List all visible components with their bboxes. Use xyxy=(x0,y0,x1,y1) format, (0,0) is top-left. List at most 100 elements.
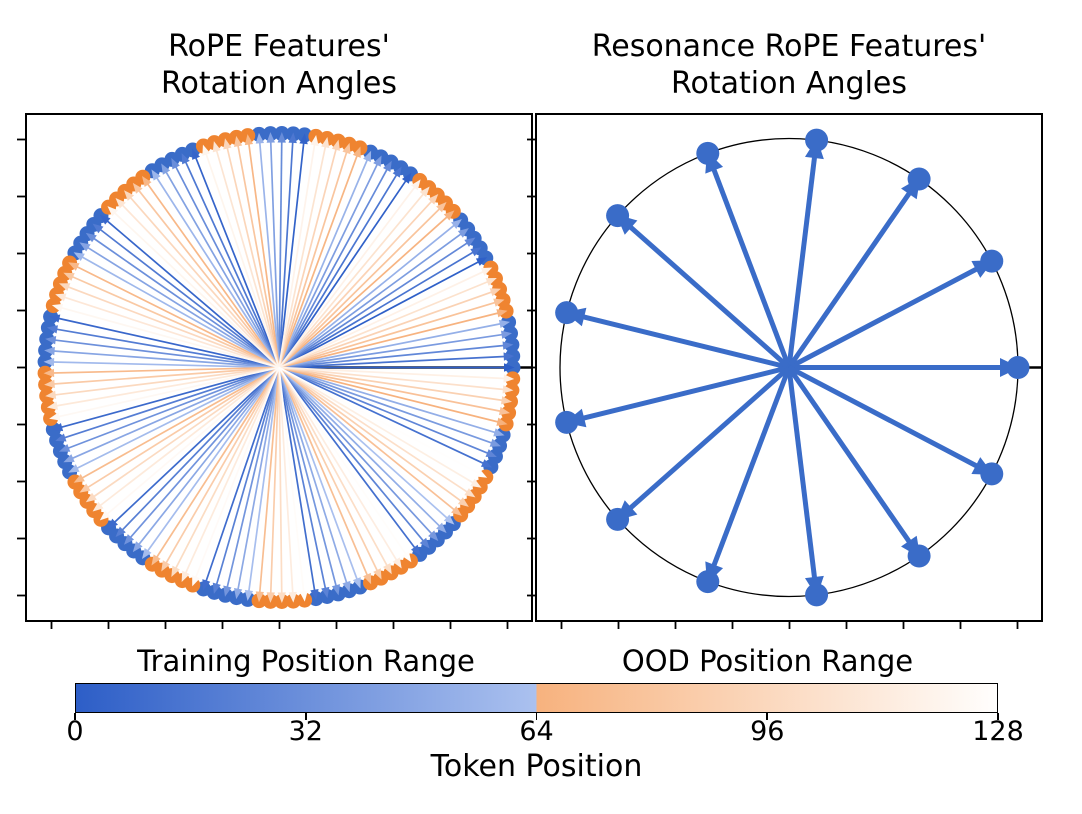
rotation-arrow-head xyxy=(141,175,152,187)
rotation-arrow-head xyxy=(504,363,515,372)
rotation-arrow-shaft xyxy=(247,143,280,368)
rotation-arrow-shaft xyxy=(56,366,280,407)
rotation-arrow-head xyxy=(443,210,455,221)
rotation-arrow-head xyxy=(410,544,421,556)
rotation-arrow-head xyxy=(971,260,994,278)
rotation-arrow-shaft xyxy=(278,366,503,402)
rotation-arrow-shaft xyxy=(121,366,280,531)
rotation-arrow-head xyxy=(410,179,421,191)
rotation-arrow-head xyxy=(498,319,511,329)
rotation-arrow-head xyxy=(266,132,275,143)
rotation-arrow-shaft xyxy=(278,193,425,369)
rotation-arrow-head xyxy=(428,194,439,205)
rotation-arrow-head xyxy=(132,182,143,194)
rotation-arrow-shaft xyxy=(194,367,280,578)
rotation-arrow-head xyxy=(419,186,430,198)
rotation-arrow-head xyxy=(43,368,55,378)
rotation-arrow-shaft xyxy=(711,366,792,568)
rotation-arrow-head xyxy=(1000,358,1020,377)
rotation-arrow-head xyxy=(310,589,319,601)
rotation-arrow-shaft xyxy=(278,367,337,587)
rotation-arrow-head xyxy=(342,580,351,593)
rotation-arrow-head xyxy=(161,560,171,572)
rotation-arrow-shaft xyxy=(278,366,468,493)
rotation-arrow-shaft xyxy=(278,367,358,580)
rotation-arrow-head xyxy=(49,412,61,421)
rotation-arrow-head xyxy=(55,433,67,442)
rotation-arrow-head xyxy=(192,148,200,160)
rotation-arrow-shaft xyxy=(99,366,280,507)
rotation-arrow-shaft xyxy=(99,228,280,369)
colorbar-tick-label: 0 xyxy=(66,716,84,747)
rotation-arrow-shaft xyxy=(278,366,433,535)
rotation-arrow-shaft xyxy=(278,168,388,368)
rotation-arrow-shaft xyxy=(129,196,280,369)
colorbar-tick-label: 32 xyxy=(288,716,323,747)
rotation-arrow-head xyxy=(132,541,143,553)
rotation-arrow-shaft xyxy=(67,366,280,450)
rotation-arrow-shaft xyxy=(278,163,379,368)
rotation-arrow-head xyxy=(288,591,297,603)
rotation-arrow-head xyxy=(171,158,180,170)
rotation-arrow-shaft xyxy=(53,350,280,369)
rotation-arrow-head xyxy=(171,565,180,577)
rotation-arrow-shaft xyxy=(278,366,448,519)
rotation-arrow-shaft xyxy=(58,317,280,369)
rotation-arrow-shaft xyxy=(258,367,280,593)
rotation-arrow-head xyxy=(123,190,135,201)
rotation-arrow-shaft xyxy=(81,366,280,479)
rotation-arrow-head xyxy=(255,591,265,603)
rotation-arrow-head xyxy=(79,483,91,493)
rotation-arrow-head xyxy=(363,150,372,163)
rotation-arrow-shaft xyxy=(278,366,480,475)
rotation-arrow-head xyxy=(234,587,243,600)
rotation-arrow-shaft xyxy=(138,366,280,546)
rotation-arrow-head xyxy=(705,561,724,584)
rotation-arrow-head xyxy=(503,352,515,361)
colorbar-xlabel: Token Position xyxy=(430,749,643,784)
rotation-arrow-head xyxy=(45,390,57,400)
rotation-arrow-shaft xyxy=(278,366,501,413)
rotation-arrow-shaft xyxy=(278,312,499,369)
rotation-arrow-shaft xyxy=(787,365,979,469)
rotation-arrow-shaft xyxy=(194,157,280,368)
rotation-arrow-head xyxy=(99,510,111,521)
colorbar-tick xyxy=(535,713,538,720)
rotation-arrow-shaft xyxy=(581,365,790,421)
rotation-arrow-shaft xyxy=(53,361,280,369)
rotation-arrow-head xyxy=(480,267,493,276)
rotation-arrow-head xyxy=(79,242,91,252)
rotation-arrow-shaft xyxy=(278,301,496,369)
rotation-arrow-shaft xyxy=(278,224,455,369)
rotation-arrow-shaft xyxy=(627,365,791,511)
rotation-arrow-head xyxy=(151,554,161,566)
rotation-arrow-head xyxy=(804,138,824,160)
rotation-arrow-shaft xyxy=(278,367,348,584)
rotation-arrow-head xyxy=(51,423,64,432)
rotation-arrow-shaft xyxy=(278,344,505,369)
rotation-arrow-head xyxy=(73,473,85,483)
rotation-arrow-shaft xyxy=(278,141,283,368)
rotation-arrow-head xyxy=(503,374,515,383)
rotation-arrow-shaft xyxy=(269,367,280,594)
rotation-arrow-head xyxy=(489,288,501,297)
rotation-arrow-head xyxy=(485,278,497,286)
rotation-arrow-shaft xyxy=(278,367,294,594)
rope-panel-title: RoPE Features' Rotation Angles xyxy=(160,29,397,101)
rotation-arrow-head xyxy=(451,219,462,229)
rotation-arrow-shaft xyxy=(53,366,280,385)
rotation-arrow-shaft xyxy=(278,367,379,572)
rotation-arrow-head xyxy=(141,548,152,560)
rotation-arrow-head xyxy=(202,144,211,156)
rotation-arrow-head xyxy=(46,325,58,334)
rotation-arrow-shaft xyxy=(165,171,280,368)
rotation-arrow-head xyxy=(244,589,254,601)
rotation-arrow-head xyxy=(223,585,232,597)
rotation-arrow-head xyxy=(233,135,243,148)
rotation-arrow-head xyxy=(59,283,71,292)
resonance-panel-title: Resonance RoPE Features' Rotation Angles xyxy=(591,29,987,101)
rotation-arrow-head xyxy=(181,153,190,165)
rotation-arrow-head xyxy=(49,314,61,323)
rotation-arrow-head xyxy=(44,346,55,356)
rotation-arrow-shaft xyxy=(581,314,790,370)
